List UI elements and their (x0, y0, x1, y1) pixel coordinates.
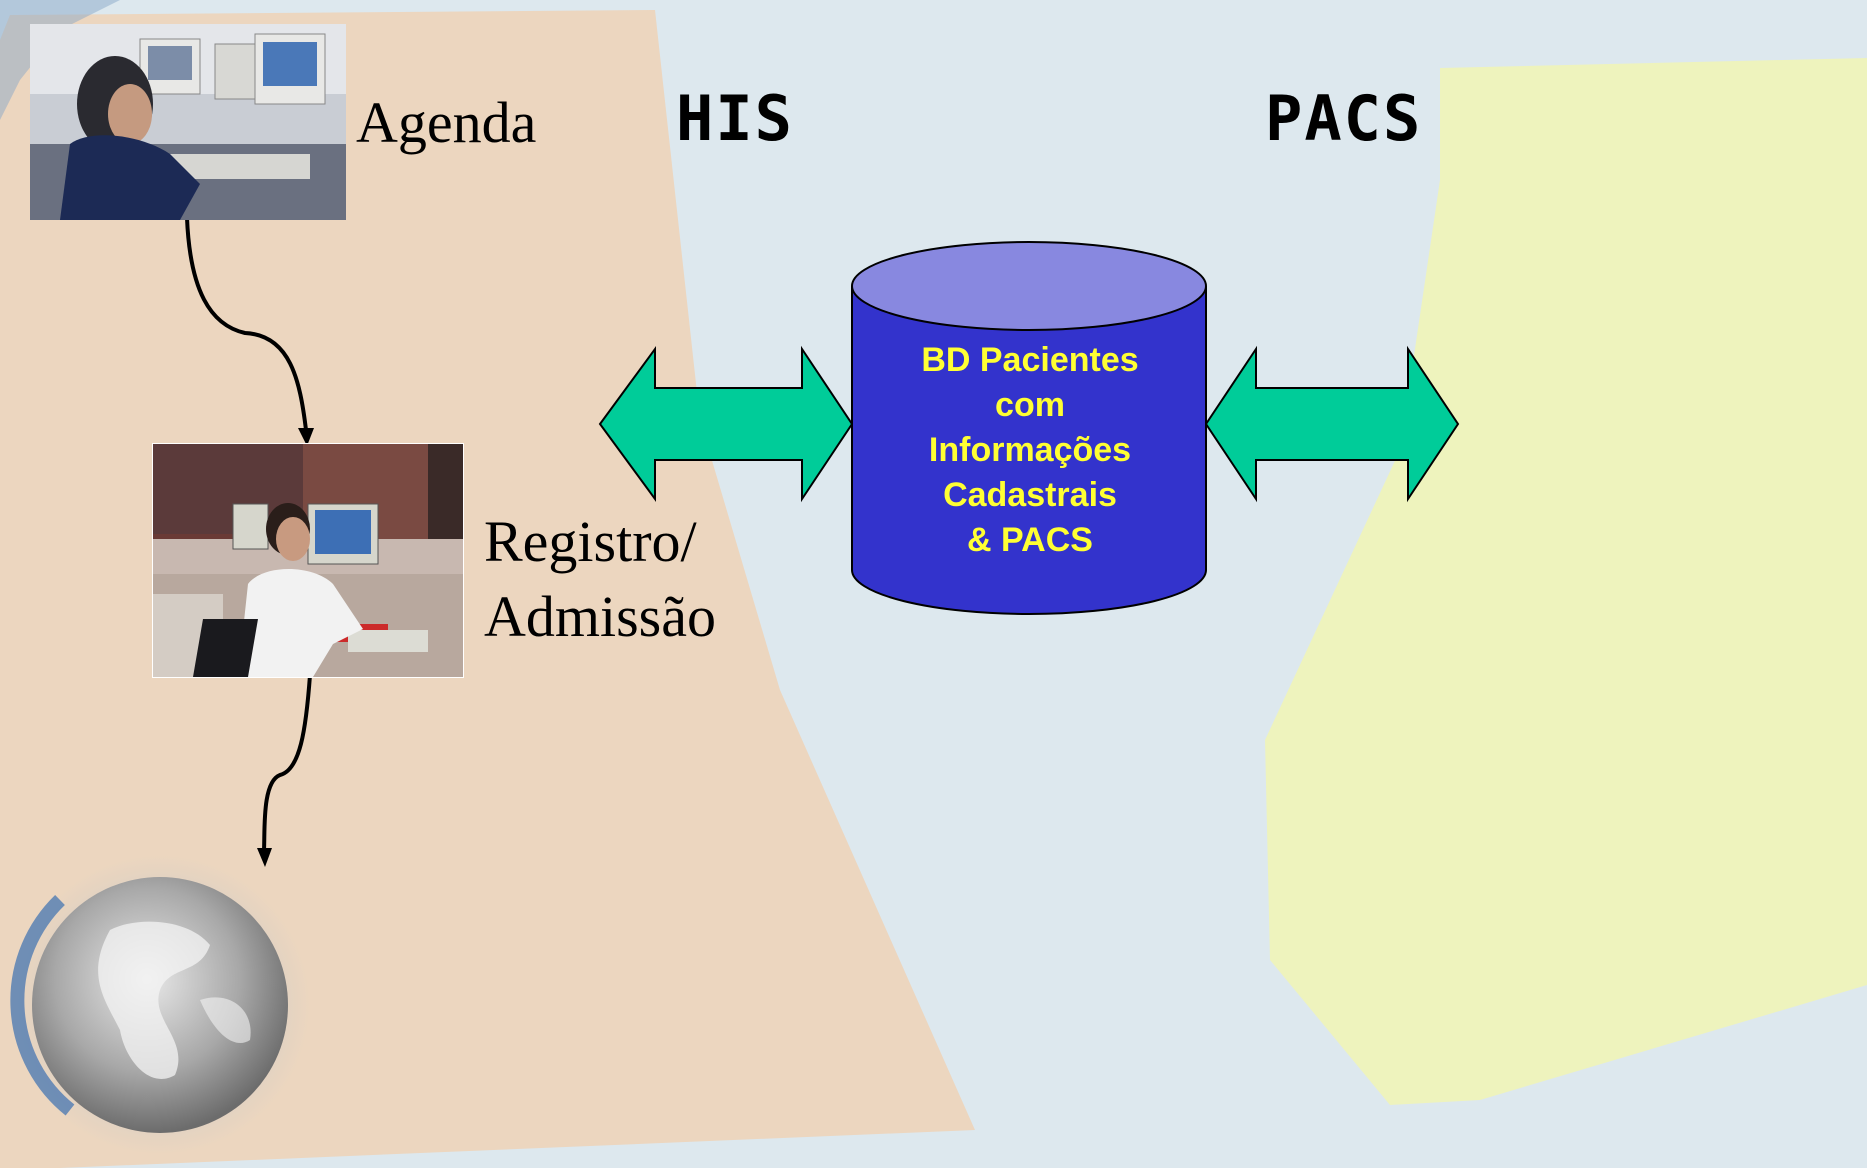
database-label-line: & PACS (967, 521, 1093, 559)
pacs-region (1265, 58, 1867, 1105)
his-region (0, 10, 975, 1168)
database-label-line: Cadastrais (943, 476, 1117, 514)
agenda-photo (30, 24, 346, 220)
registro-label-line2: Admissão (484, 584, 716, 649)
database-cylinder (851, 286, 1207, 615)
database-label-line: Informações (928, 431, 1132, 469)
right-double-arrow (1204, 345, 1460, 503)
registro-photo (152, 443, 464, 678)
connector-agenda-registro (185, 217, 308, 431)
pacs-title: PACS (1265, 82, 1423, 155)
globe-icon (10, 855, 310, 1155)
connector-registro-next (262, 674, 312, 851)
database-label-line: BD Pacientes (921, 341, 1139, 379)
his-title: HIS (676, 82, 794, 155)
database-label: BD Pacientes com Informações Cadastrais … (860, 338, 1200, 563)
agenda-label: Agenda (356, 90, 537, 155)
left-double-arrow (598, 345, 854, 503)
database-label-line: com (995, 386, 1065, 424)
database-top (851, 241, 1207, 331)
registro-label-line1: Registro/ (484, 509, 697, 574)
